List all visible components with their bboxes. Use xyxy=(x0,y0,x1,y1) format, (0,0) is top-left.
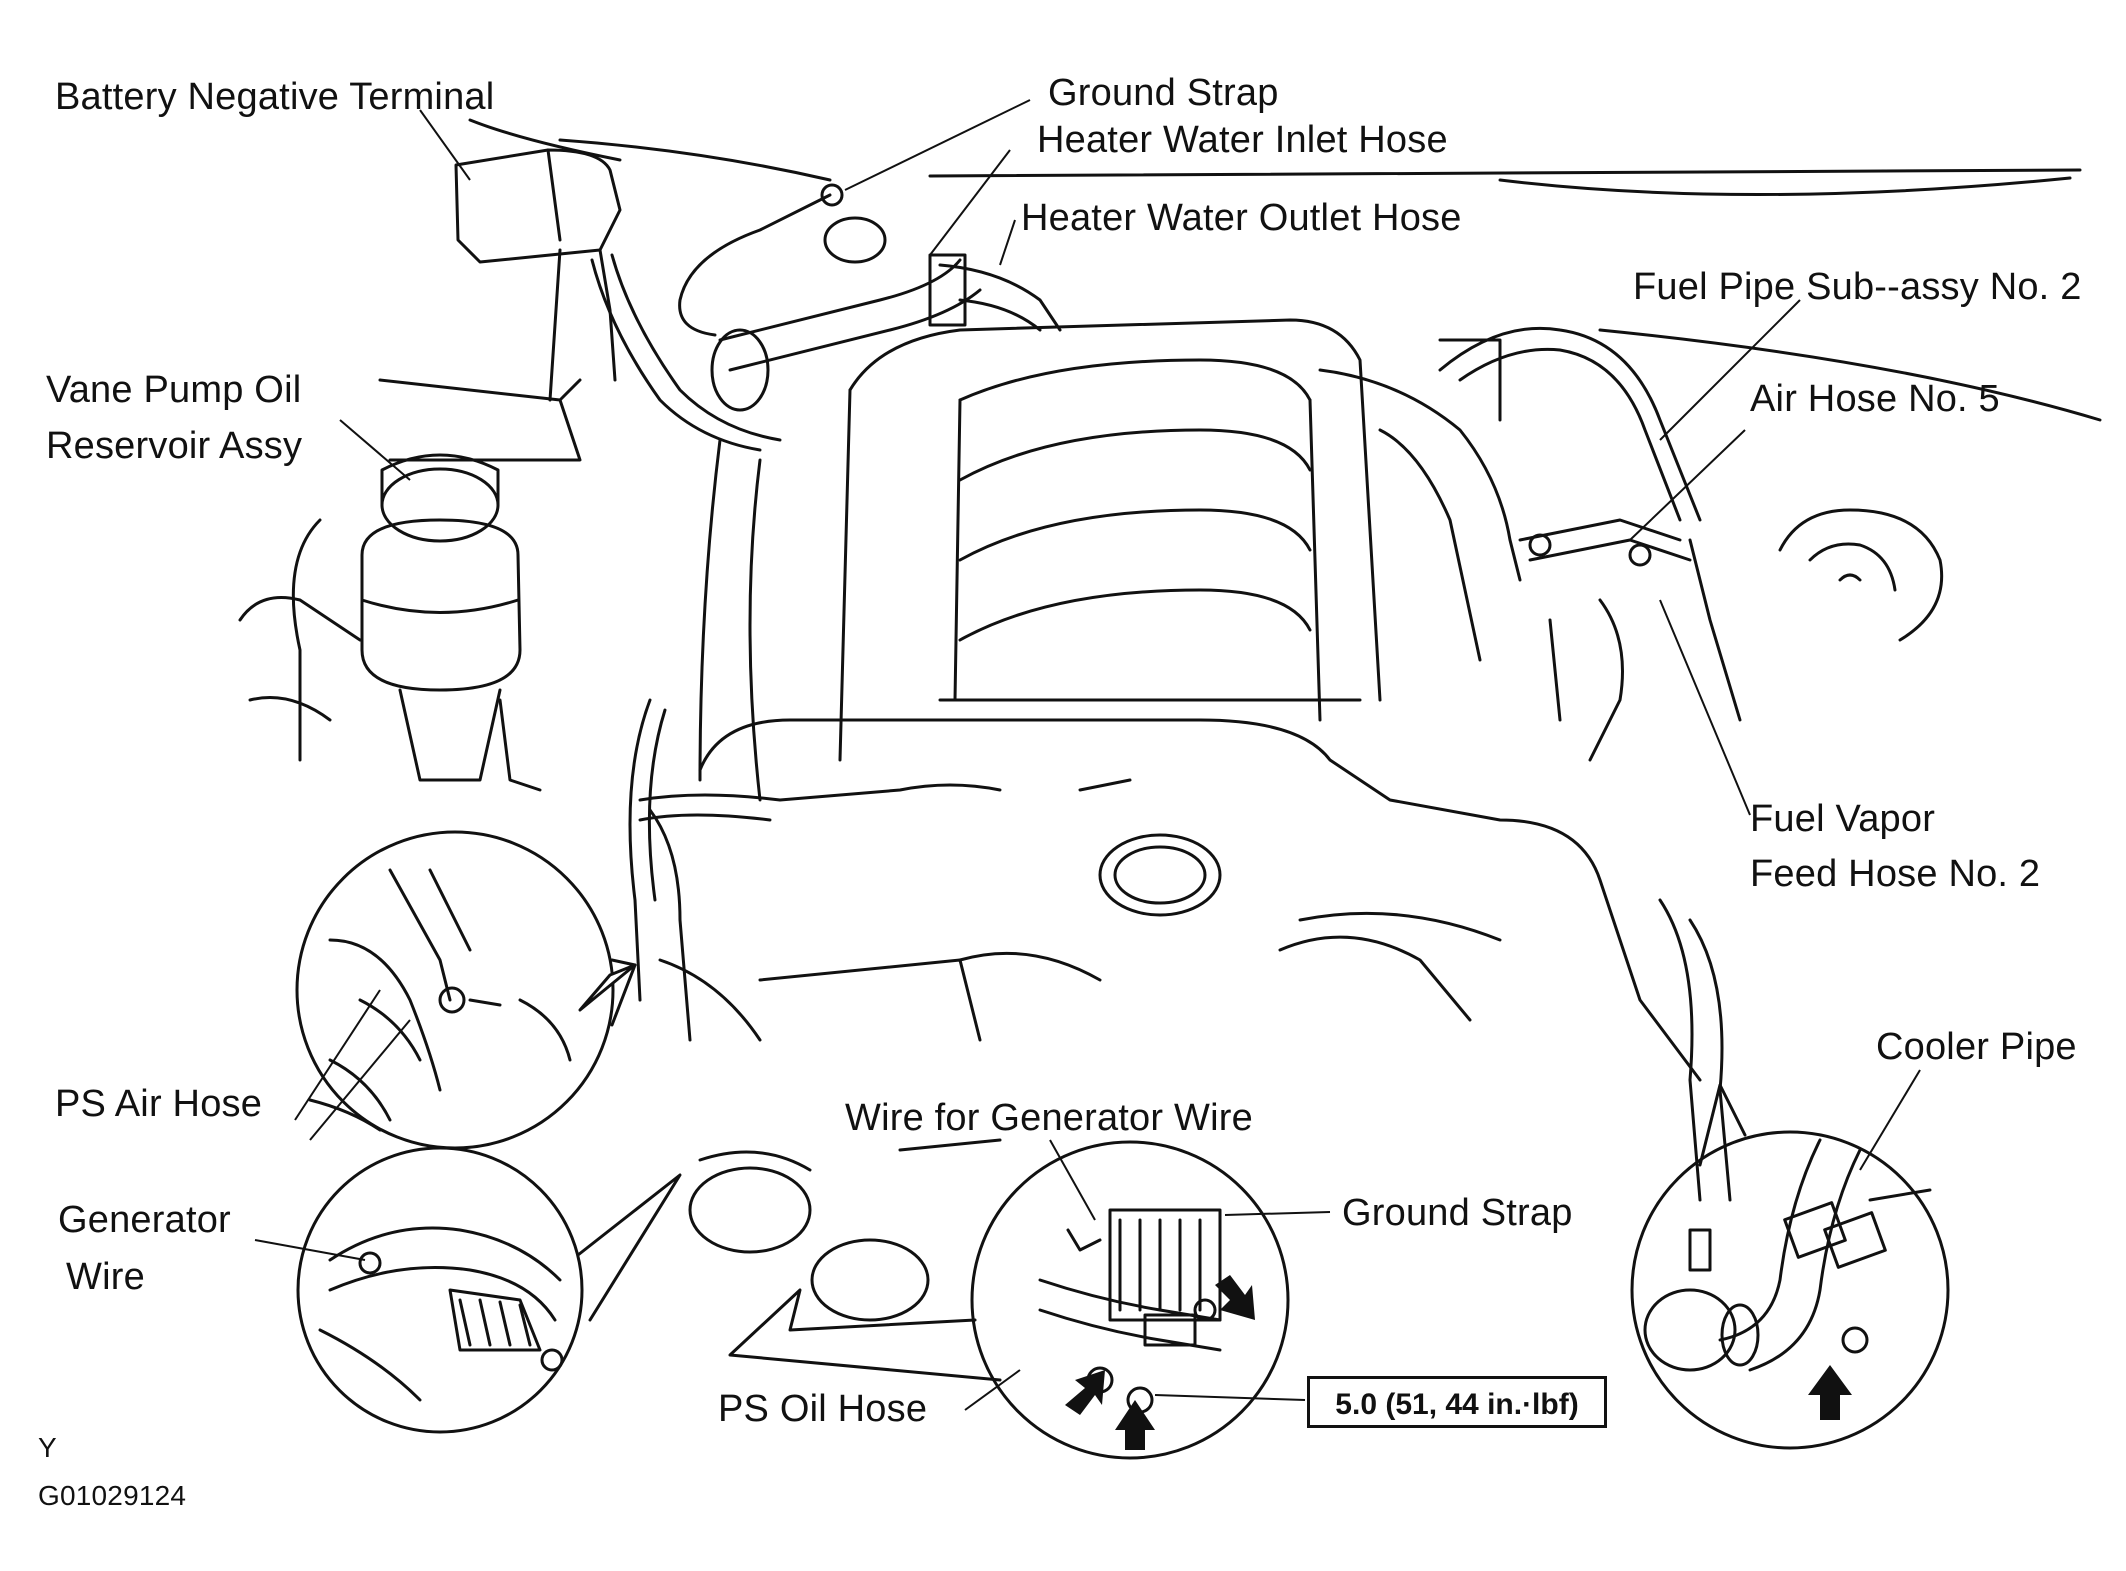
label-ground-strap-top: Ground Strap xyxy=(1048,72,1279,114)
arrow-up-1 xyxy=(1115,1400,1155,1450)
leader-ps-oil xyxy=(964,1369,1021,1411)
leader-ground-top xyxy=(844,99,1031,191)
fuel-pipe xyxy=(1318,368,1522,582)
corner-mark: Y xyxy=(38,1432,57,1463)
block-port xyxy=(1098,833,1222,917)
label-heater-water-outlet-hose: Heater Water Outlet Hose xyxy=(1021,197,1462,239)
leader-ps-air-1 xyxy=(294,989,381,1121)
ground-strap-top xyxy=(678,193,832,337)
figure-id: G01029124 xyxy=(38,1480,187,1511)
leader-battery xyxy=(419,109,471,181)
reservoir-body xyxy=(360,518,522,692)
detail-circle-cooler-pipe xyxy=(1630,1130,1950,1450)
label-battery-negative-terminal: Battery Negative Terminal xyxy=(55,76,495,118)
reservoir-cap xyxy=(380,467,500,543)
leader-inlet xyxy=(929,149,1011,256)
hood-outline xyxy=(928,168,2082,178)
label-vane-pump-line1: Vane Pump Oil xyxy=(46,369,302,411)
detail-circle-generator-wire xyxy=(296,1146,584,1434)
heater-inlet-hose xyxy=(718,258,962,342)
label-ps-air-hose: PS Air Hose xyxy=(55,1083,263,1125)
label-fuel-vapor-line1: Fuel Vapor xyxy=(1750,798,1936,840)
label-vane-pump-line2: Reservoir Assy xyxy=(46,425,303,467)
leader-air-hose xyxy=(1629,429,1746,541)
arrow-up-cooler xyxy=(1808,1365,1852,1420)
leader-vane-pump xyxy=(339,419,411,481)
leader-ps-air-2 xyxy=(309,1019,411,1141)
label-air-hose-no5: Air Hose No. 5 xyxy=(1750,378,2000,420)
leader-ground-bottom xyxy=(1224,1211,1331,1216)
engine-block xyxy=(698,718,1702,1082)
leader-torque xyxy=(1154,1394,1306,1401)
arrow-diag-2 xyxy=(1215,1275,1255,1320)
label-fuel-vapor-line2: Feed Hose No. 2 xyxy=(1750,853,2041,895)
detail-circle-ps-air-hose xyxy=(295,830,615,1150)
heater-outlet-hose xyxy=(938,263,1062,332)
leader-cooler xyxy=(1859,1069,1921,1171)
label-cooler-pipe: Cooler Pipe xyxy=(1876,1026,2077,1068)
leader-outlet xyxy=(999,219,1016,266)
right-ring xyxy=(1778,508,1944,642)
label-generator-wire-line1: Generator xyxy=(58,1199,231,1241)
pointer-arrow xyxy=(728,1288,1002,1382)
battery-terminal-cover xyxy=(454,148,622,264)
leader-fuel-vapor xyxy=(1659,599,1751,816)
label-fuel-pipe-sub-assy: Fuel Pipe Sub--assy No. 2 xyxy=(1633,266,2082,308)
air-hose-no5 xyxy=(1518,518,1682,542)
label-ground-strap-bottom: Ground Strap xyxy=(1342,1192,1573,1234)
label-generator-wire-line2: Wire xyxy=(66,1256,145,1298)
arrow-diag-1 xyxy=(1065,1370,1105,1415)
leader-wire-gen xyxy=(1049,1139,1096,1221)
lower-pulley-1 xyxy=(688,1166,812,1254)
intake-manifold xyxy=(848,318,1382,702)
leader-generator xyxy=(254,1239,366,1261)
torque-spec-box: 5.0 (51, 44 in.·lbf) xyxy=(1307,1376,1607,1428)
leader-fuel-pipe xyxy=(1659,299,1801,441)
detail-circle-generator xyxy=(970,1140,1290,1460)
label-ps-oil-hose: PS Oil Hose xyxy=(718,1388,928,1430)
label-wire-for-generator-wire: Wire for Generator Wire xyxy=(845,1097,1253,1139)
label-heater-water-inlet-hose: Heater Water Inlet Hose xyxy=(1037,119,1448,161)
